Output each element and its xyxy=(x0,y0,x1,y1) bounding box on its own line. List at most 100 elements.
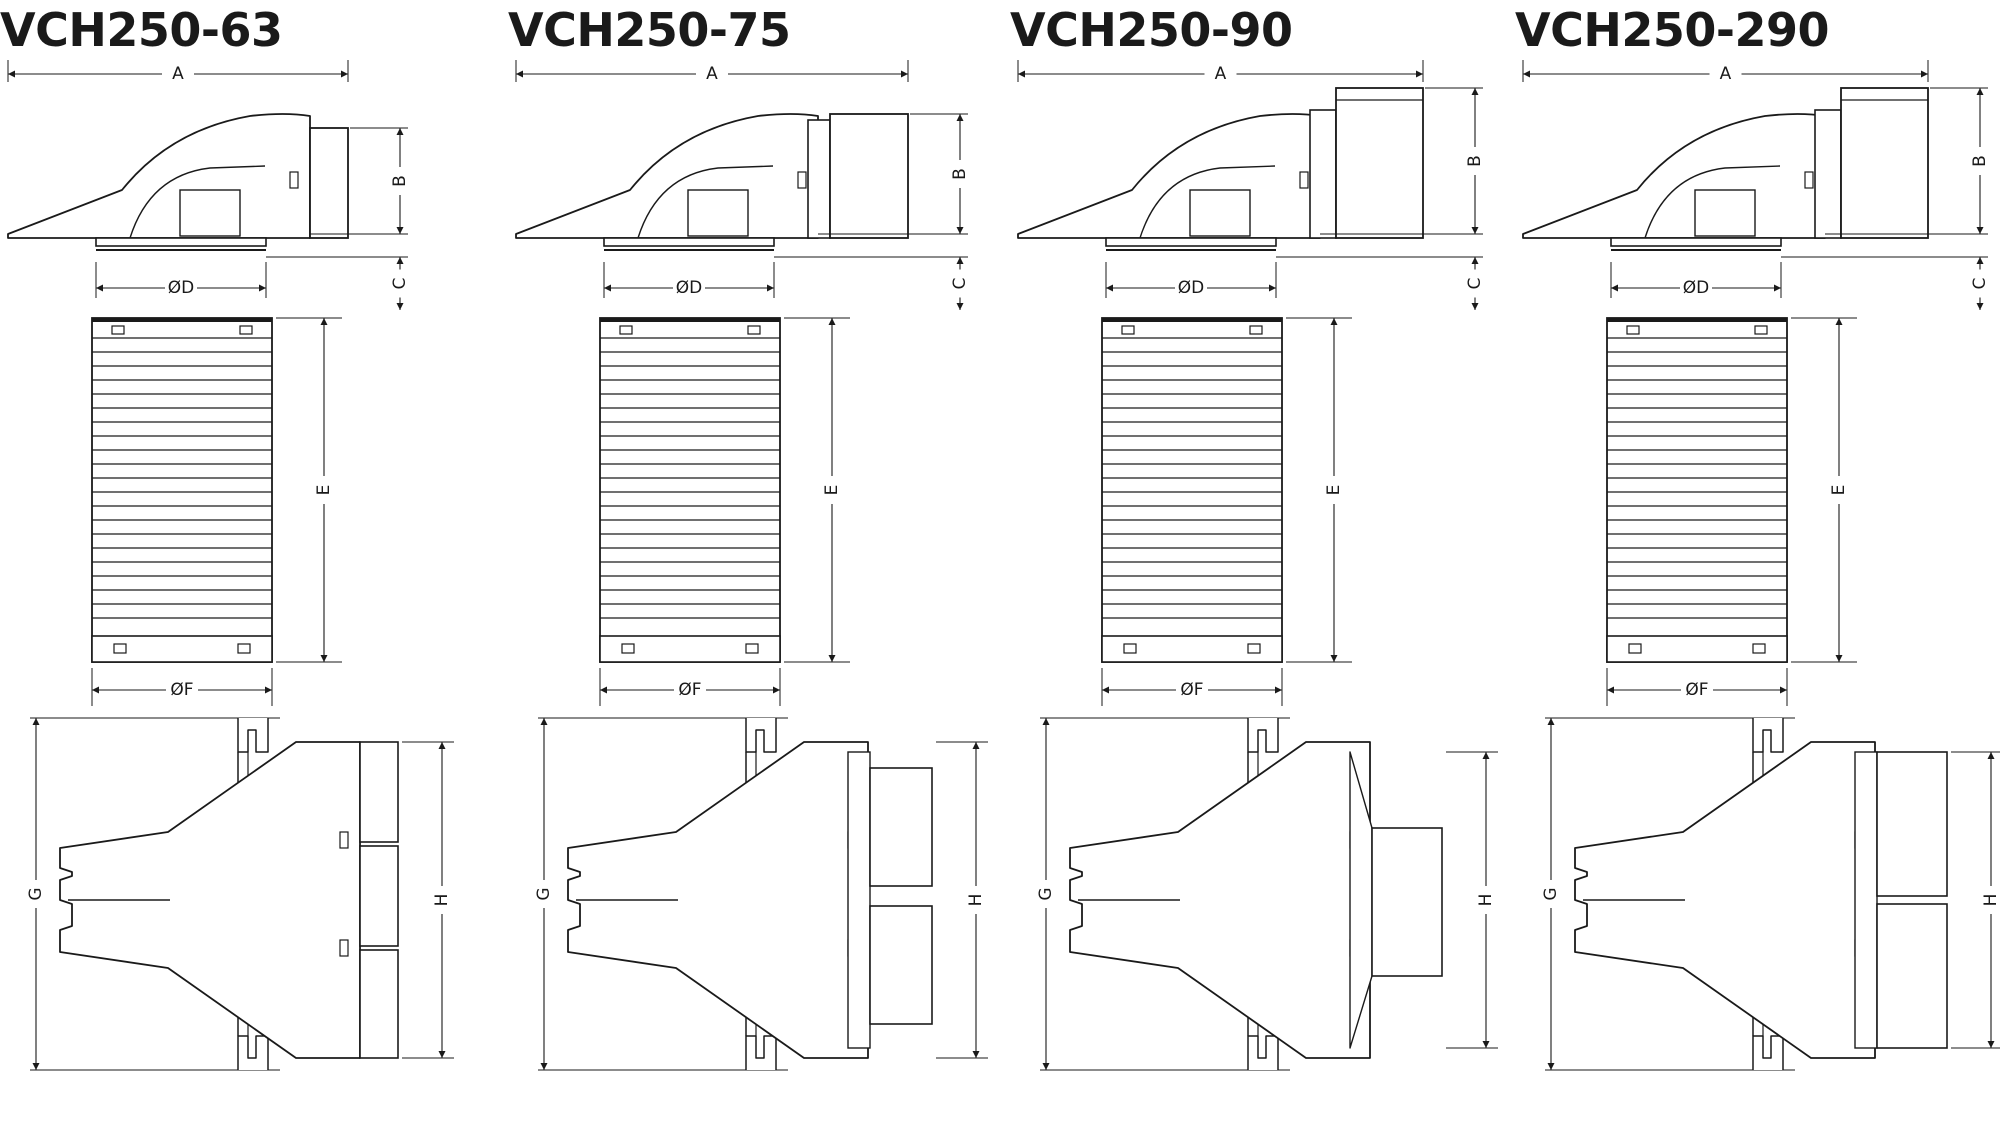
dim-h-arrow-bottom xyxy=(1482,1041,1490,1048)
dim-h-arrow-top xyxy=(438,742,446,749)
plan-connector-box xyxy=(1371,827,1443,977)
vent-hood-plan-slot xyxy=(339,831,349,849)
vent-hood-plan xyxy=(567,741,869,1059)
duct-body xyxy=(599,317,781,663)
dim-b-arrow-bottom xyxy=(1471,227,1479,234)
dim-d-arrow-right xyxy=(1774,284,1781,292)
mounting-tab-bottom xyxy=(1247,1035,1279,1070)
dim-d-arrow-left xyxy=(1106,284,1113,292)
vent-hood-base-flange xyxy=(1105,237,1277,247)
vent-hood-opening xyxy=(687,189,749,237)
dim-c-arrow-top xyxy=(1976,257,1984,264)
vent-hood-body xyxy=(1522,113,1826,239)
vent-hood-slot xyxy=(797,171,807,189)
dim-g-label: G xyxy=(534,887,554,900)
dim-a-arrow-right xyxy=(1416,70,1423,78)
duct-clip xyxy=(111,325,125,335)
dim-h-arrow-bottom xyxy=(438,1051,446,1058)
dim-g-arrow-top xyxy=(32,718,40,725)
dim-e-arrow-top xyxy=(828,318,836,325)
dim-d-label: ØD xyxy=(168,278,194,298)
mounting-tab-top xyxy=(1752,718,1784,753)
dim-e-arrow-bottom xyxy=(828,655,836,662)
dim-g-label: G xyxy=(1036,887,1056,900)
dim-f-arrow-left xyxy=(1607,686,1614,694)
duct-clip xyxy=(239,325,253,335)
dim-g-arrow-bottom xyxy=(32,1063,40,1070)
vent-hood-base-flange xyxy=(1610,237,1782,247)
vent-hood-plan xyxy=(1069,741,1371,1059)
dim-e-label: E xyxy=(314,485,334,496)
dim-d-arrow-left xyxy=(96,284,103,292)
dim-c-arrow-top xyxy=(956,257,964,264)
mounting-tab-bottom xyxy=(237,1035,269,1070)
model-title: VCH250-75 xyxy=(508,3,791,57)
dim-a-label: A xyxy=(172,64,184,84)
duct-clip xyxy=(1249,325,1263,335)
dim-c-label: C xyxy=(390,278,410,290)
duct-clip xyxy=(1121,325,1135,335)
vent-hood-body xyxy=(1017,113,1321,239)
dim-e-arrow-top xyxy=(1835,318,1843,325)
plan-connector-flange xyxy=(847,751,871,1049)
plan-connector-box xyxy=(1876,751,1948,897)
dim-h-label: H xyxy=(1476,894,1496,907)
dim-g-arrow-top xyxy=(540,718,548,725)
connector-box xyxy=(829,113,909,239)
duct-collar-slot xyxy=(1628,643,1642,654)
dim-a-arrow-right xyxy=(341,70,348,78)
vent-hood-plan xyxy=(59,741,361,1059)
vent-hood-plan xyxy=(1574,741,1876,1059)
dim-b-arrow-top xyxy=(956,114,964,121)
dim-h-arrow-bottom xyxy=(972,1051,980,1058)
dim-c-arrow-bottom xyxy=(1976,303,1984,310)
dim-f-label: ØF xyxy=(1180,680,1203,700)
dim-g-arrow-top xyxy=(1547,718,1555,725)
dim-h-arrow-top xyxy=(1987,752,1995,759)
dim-b-label: B xyxy=(950,168,970,180)
duct-clip xyxy=(1626,325,1640,335)
dim-a-arrow-left xyxy=(8,70,15,78)
duct-collar-slot xyxy=(113,643,127,654)
plan-connector-box xyxy=(869,767,933,887)
model-title: VCH250-63 xyxy=(0,3,283,57)
dim-b-arrow-top xyxy=(1976,88,1984,95)
vent-hood-opening xyxy=(179,189,241,237)
duct-collar-slot xyxy=(1752,643,1766,654)
dim-h-arrow-bottom xyxy=(1987,1041,1995,1048)
dim-g-arrow-bottom xyxy=(540,1063,548,1070)
dim-a-arrow-left xyxy=(516,70,523,78)
dim-a-arrow-right xyxy=(1921,70,1928,78)
vent-hood-inner-curve xyxy=(1139,165,1276,239)
duct-clip xyxy=(619,325,633,335)
dim-e-arrow-top xyxy=(320,318,328,325)
connector-box xyxy=(1840,87,1929,239)
duct-collar-slot xyxy=(745,643,759,654)
mounting-tab-top xyxy=(745,718,777,753)
dim-g-arrow-top xyxy=(1042,718,1050,725)
model-title: VCH250-90 xyxy=(1010,3,1293,57)
dim-c-arrow-bottom xyxy=(396,303,404,310)
mounting-tab-top xyxy=(1247,718,1279,753)
connector-box xyxy=(309,127,349,239)
dim-d-arrow-right xyxy=(1269,284,1276,292)
dim-b-arrow-top xyxy=(396,128,404,135)
dim-f-arrow-right xyxy=(1275,686,1282,694)
dim-c-label: C xyxy=(1970,278,1990,290)
plan-connector-box xyxy=(1876,903,1948,1049)
duct-collar-slot xyxy=(1123,643,1137,654)
vent-hood-opening xyxy=(1189,189,1251,237)
dim-f-arrow-left xyxy=(600,686,607,694)
duct-body xyxy=(1606,317,1788,663)
dim-c-label: C xyxy=(1465,278,1485,290)
vent-hood-body xyxy=(515,113,819,239)
dim-e-label: E xyxy=(1324,485,1344,496)
dim-e-arrow-bottom xyxy=(320,655,328,662)
dim-b-label: B xyxy=(1970,155,1990,167)
dim-h-label: H xyxy=(432,894,452,907)
duct-clip xyxy=(1754,325,1768,335)
vent-hood-base-flange xyxy=(95,237,267,247)
